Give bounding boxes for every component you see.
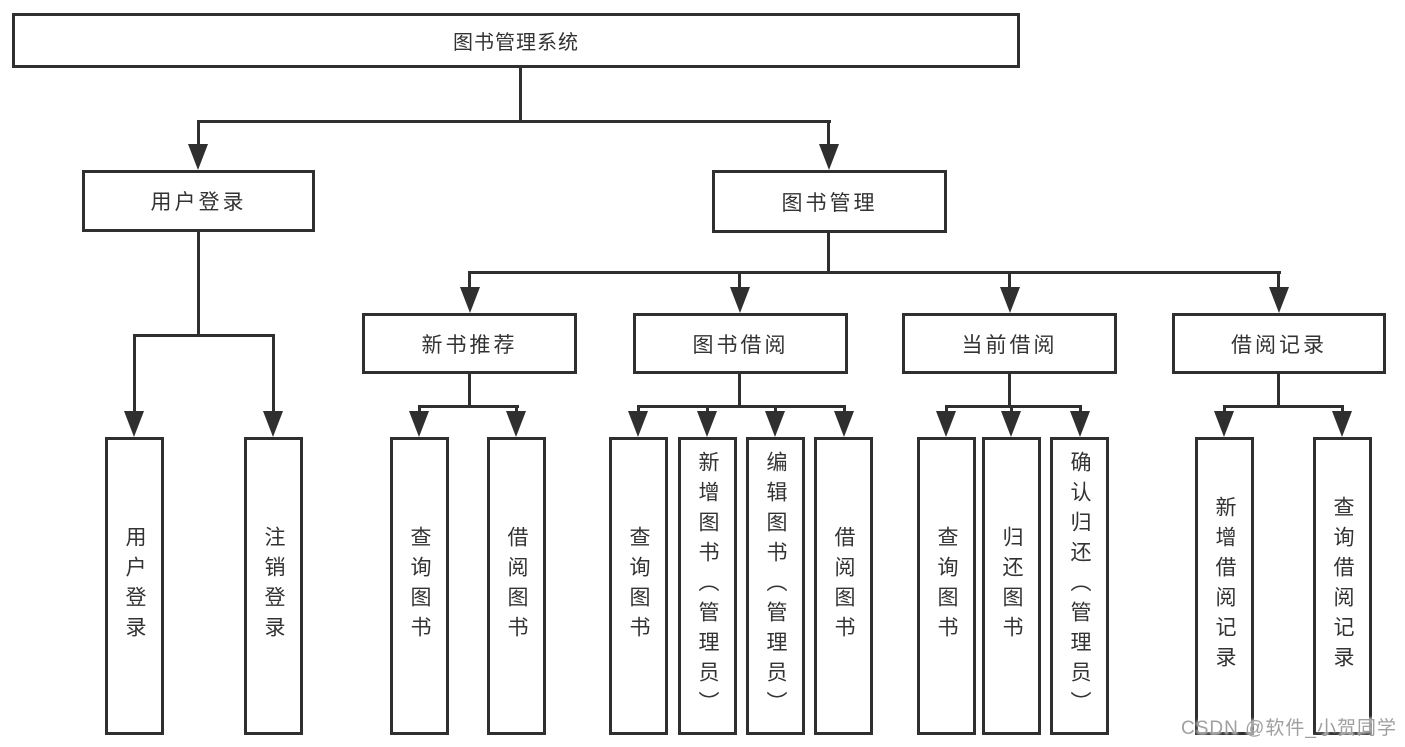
leaf-query-book-2-label: 查询图书 <box>627 526 650 646</box>
leaf-query-borrow-record-label: 查询借阅记录 <box>1331 496 1354 676</box>
node-borrow-records-label: 借阅记录 <box>1231 333 1327 357</box>
arrowhead-down-icon <box>1001 411 1021 437</box>
leaf-edit-book-admin: 编辑图书（管理员） <box>746 437 805 735</box>
connector-line <box>1277 372 1280 408</box>
arrowhead-down-icon <box>697 411 717 437</box>
connector-line <box>272 334 275 415</box>
connector-line <box>706 405 709 415</box>
connector-line <box>1341 405 1344 415</box>
connector-line <box>945 405 1082 408</box>
leaf-query-borrow-record: 查询借阅记录 <box>1313 437 1372 735</box>
arrowhead-down-icon <box>834 411 854 437</box>
connector-line <box>1223 405 1226 415</box>
arrowhead-down-icon <box>730 287 750 313</box>
connector-line <box>1277 271 1280 291</box>
arrowhead-down-icon <box>1214 411 1234 437</box>
arrowhead-down-icon <box>765 411 785 437</box>
node-book-borrow: 图书借阅 <box>633 313 848 374</box>
leaf-return-book-label: 归还图书 <box>1000 526 1023 646</box>
connector-line <box>133 334 275 337</box>
node-book-management-label: 图书管理 <box>781 191 878 215</box>
node-user-login: 用户登录 <box>82 170 315 232</box>
connector-line <box>637 405 846 408</box>
leaf-borrow-book-1-label: 借阅图书 <box>505 526 528 646</box>
connector-line <box>468 271 471 291</box>
leaf-borrow-book-2: 借阅图书 <box>814 437 873 735</box>
connector-line <box>1079 405 1082 415</box>
leaf-logout-label: 注销登录 <box>262 526 285 646</box>
connector-line <box>519 67 522 123</box>
leaf-add-book-admin: 新增图书（管理员） <box>678 437 737 735</box>
arrowhead-down-icon <box>628 411 648 437</box>
arrowhead-down-icon <box>1332 411 1352 437</box>
leaf-query-book-1: 查询图书 <box>390 437 449 735</box>
leaf-borrow-book-1: 借阅图书 <box>487 437 546 735</box>
leaf-logout: 注销登录 <box>244 437 303 735</box>
connector-line <box>418 405 519 408</box>
arrowhead-down-icon <box>1070 411 1090 437</box>
arrowhead-down-icon <box>124 411 144 437</box>
connector-line <box>738 372 741 408</box>
arrowhead-down-icon <box>1269 287 1289 313</box>
node-current-borrow: 当前借阅 <box>902 313 1117 374</box>
node-new-book-recommend: 新书推荐 <box>362 313 577 374</box>
connector-line <box>197 230 200 337</box>
connector-line <box>945 405 948 415</box>
arrowhead-down-icon <box>409 411 429 437</box>
connector-line <box>827 120 830 148</box>
connector-line <box>1008 271 1011 291</box>
node-new-book-recommend-label: 新书推荐 <box>421 333 518 357</box>
connector-line <box>515 405 518 415</box>
leaf-user-login: 用户登录 <box>105 437 164 735</box>
leaf-add-book-admin-label: 新增图书（管理员） <box>696 451 719 721</box>
connector-line <box>1223 405 1344 408</box>
leaf-add-borrow-record-label: 新增借阅记录 <box>1213 496 1236 676</box>
node-book-borrow-label: 图书借阅 <box>692 333 789 357</box>
leaf-query-book-2: 查询图书 <box>609 437 668 735</box>
arrowhead-down-icon <box>188 144 208 170</box>
leaf-edit-book-admin-label: 编辑图书（管理员） <box>764 451 787 721</box>
node-current-borrow-label: 当前借阅 <box>961 333 1058 357</box>
connector-line <box>774 405 777 415</box>
node-user-login-label: 用户登录 <box>150 191 247 214</box>
connector-line <box>418 405 421 415</box>
connector-line <box>468 372 471 408</box>
connector-line <box>827 231 830 274</box>
csdn-watermark: CSDN @软件_小贺同学 <box>1181 718 1397 739</box>
connector-line <box>469 271 1281 274</box>
node-root-system: 图书管理系统 <box>12 13 1020 68</box>
leaf-user-login-label: 用户登录 <box>123 526 146 646</box>
arrowhead-down-icon <box>936 411 956 437</box>
connector-line <box>197 120 831 123</box>
connector-line <box>1010 405 1013 415</box>
connector-line <box>1008 372 1011 408</box>
leaf-query-book-3: 查询图书 <box>917 437 976 735</box>
leaf-confirm-return-admin-label: 确认归还（管理员） <box>1068 451 1091 721</box>
leaf-query-book-3-label: 查询图书 <box>935 526 958 646</box>
leaf-confirm-return-admin: 确认归还（管理员） <box>1050 437 1109 735</box>
connector-line <box>843 405 846 415</box>
node-root-label: 图书管理系统 <box>453 32 579 54</box>
leaf-borrow-book-2-label: 借阅图书 <box>832 526 855 646</box>
leaf-return-book: 归还图书 <box>982 437 1041 735</box>
connector-line <box>637 405 640 415</box>
arrowhead-down-icon <box>460 287 480 313</box>
connector-line <box>133 334 136 415</box>
leaf-add-borrow-record: 新增借阅记录 <box>1195 437 1254 735</box>
leaf-query-book-1-label: 查询图书 <box>408 526 431 646</box>
node-borrow-records: 借阅记录 <box>1172 313 1386 374</box>
arrowhead-down-icon <box>819 144 839 170</box>
connector-line <box>738 271 741 291</box>
arrowhead-down-icon <box>263 411 283 437</box>
node-book-management: 图书管理 <box>712 170 947 233</box>
connector-line <box>197 120 200 148</box>
arrowhead-down-icon <box>1000 287 1020 313</box>
arrowhead-down-icon <box>506 411 526 437</box>
